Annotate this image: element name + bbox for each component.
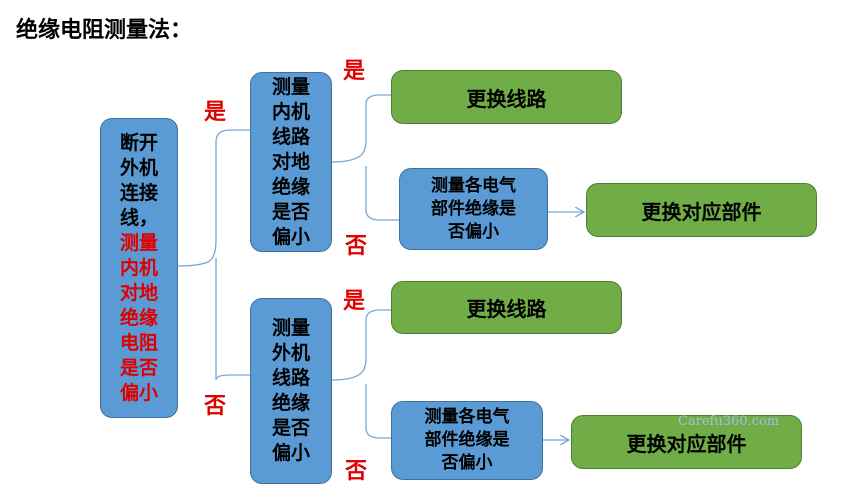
box-line: 是否 — [271, 200, 310, 223]
box-line: 偏小 — [271, 442, 310, 464]
bracket-b — [331, 309, 391, 439]
yes-label: 是 — [204, 100, 227, 125]
box-line: 线路 — [271, 125, 310, 148]
check-parts-box: 测量各电气 部件绝缘是 否偏小 — [391, 401, 543, 480]
page-title: 绝缘电阻测量法： — [16, 18, 193, 43]
box-line: 线路 — [271, 367, 310, 389]
check-parts-box: 测量各电气 部件绝缘是 否偏小 — [399, 168, 548, 250]
yes-label: 是 — [343, 59, 366, 84]
root-line: 连接 — [119, 181, 158, 204]
root-line-red: 绝缘 — [119, 306, 158, 329]
outdoor-line-box: 测量 外机 线路 绝缘 是否 偏小 — [250, 298, 332, 484]
bracket-a — [331, 94, 399, 221]
root-line-red: 偏小 — [119, 381, 158, 404]
root-line: 线， — [119, 206, 158, 229]
box-line: 部件绝缘是 — [431, 198, 516, 219]
indoor-line-box: 测量 内机 线路 对地 绝缘 是否 偏小 — [250, 72, 332, 252]
box-line: 绝缘 — [271, 175, 310, 198]
root-line-red: 对地 — [119, 281, 158, 304]
no-label: 否 — [345, 234, 368, 259]
box-line: 测量 — [271, 75, 310, 98]
yes-label: 是 — [343, 289, 366, 314]
watermark: Carefu360.com — [678, 414, 780, 429]
box-line: 绝缘 — [271, 392, 310, 414]
root-box: 断开 外机 连接 线， 测量 内机 对地 绝缘 电阻 是否 偏小 — [100, 118, 178, 418]
replace-line-box: 更换线路 — [391, 281, 622, 334]
box-line: 外机 — [271, 342, 310, 364]
box-line: 内机 — [271, 100, 310, 123]
box-line: 否偏小 — [448, 221, 499, 242]
root-line-red: 内机 — [119, 256, 158, 279]
box-line: 测量各电气 — [424, 407, 510, 427]
root-line-red: 测量 — [119, 231, 158, 254]
box-line: 部件绝缘是 — [424, 430, 510, 450]
root-line: 断开 — [119, 131, 158, 154]
box-line: 测量各电气 — [431, 175, 516, 196]
replace-line-box: 更换线路 — [391, 70, 622, 124]
root-line-red: 电阻 — [119, 331, 158, 354]
no-label: 否 — [204, 394, 227, 419]
box-line: 对地 — [271, 150, 310, 173]
replace-part-box: 更换对应部件 — [586, 183, 817, 237]
bracket-root — [177, 129, 250, 381]
no-label: 否 — [345, 459, 368, 484]
replace-part-box: 更换对应部件 — [571, 415, 802, 469]
box-line: 测量 — [271, 317, 310, 339]
box-line: 否偏小 — [441, 453, 493, 473]
root-line: 外机 — [119, 156, 158, 179]
root-line-red: 是否 — [119, 356, 158, 379]
box-line: 是否 — [271, 417, 310, 439]
box-line: 偏小 — [271, 225, 310, 248]
